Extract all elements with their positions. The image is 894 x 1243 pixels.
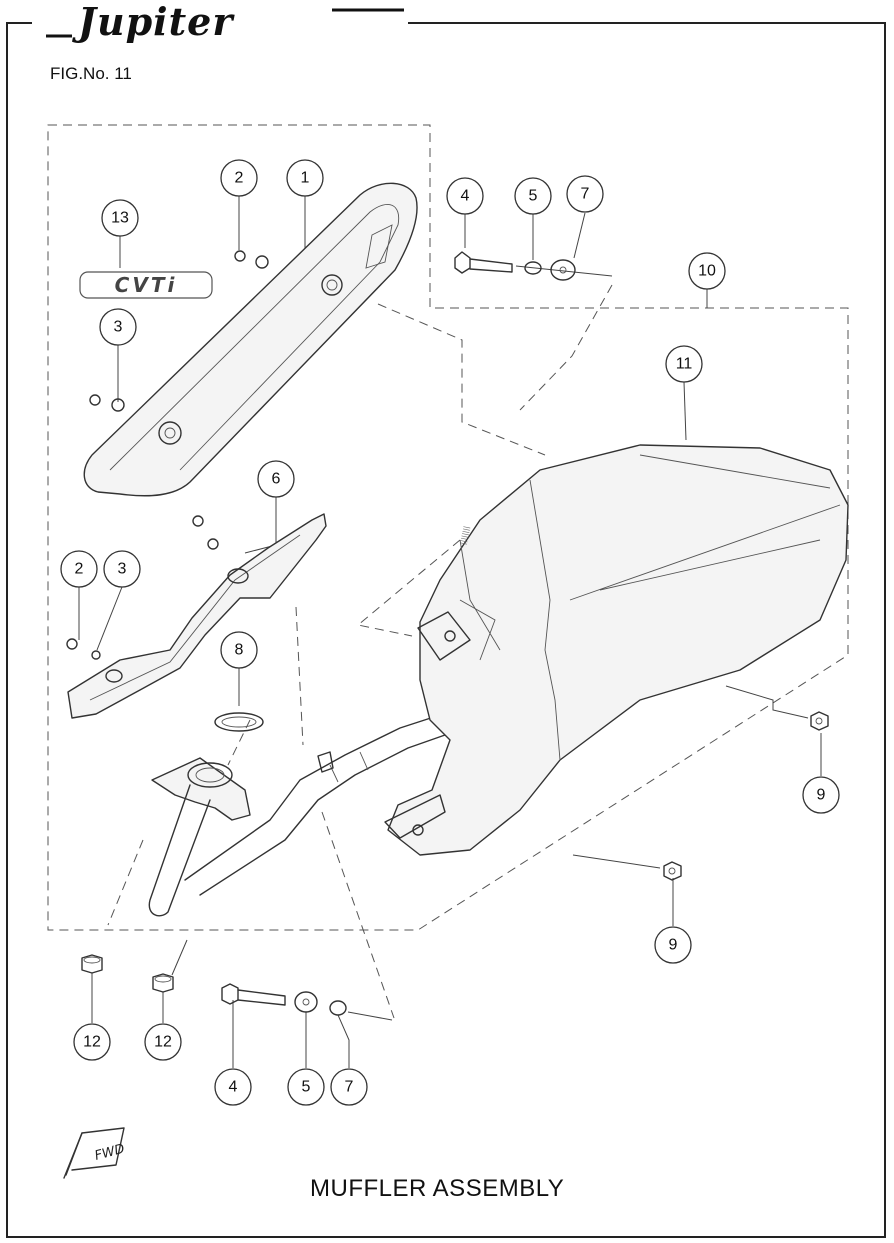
callout-12-left: 12	[73, 1023, 111, 1061]
brand-logo: Jupiter	[32, 0, 408, 44]
svg-text:5: 5	[302, 1079, 311, 1096]
page-frame	[6, 22, 886, 1238]
callout-11: 11	[665, 345, 703, 383]
cvti-badge: CVTi	[79, 271, 213, 299]
svg-text:1: 1	[301, 170, 310, 187]
svg-text:13: 13	[111, 210, 129, 227]
svg-text:||||||||: ||||||||	[459, 525, 471, 545]
callout-5-lower: 5	[287, 1068, 325, 1106]
svg-text:12: 12	[154, 1034, 172, 1051]
diagram-title: MUFFLER ASSEMBLY	[310, 1175, 565, 1202]
callout-9-lower: 9	[654, 926, 692, 964]
callout-2-lower: 2	[60, 550, 98, 588]
callout-3: 3	[99, 308, 137, 346]
svg-text:10: 10	[698, 263, 716, 280]
dashed-leaders	[107, 284, 613, 1019]
svg-text:3: 3	[114, 319, 123, 336]
callout-6: 6	[257, 460, 295, 498]
callout-10: 10	[688, 252, 726, 290]
figure-number: FIG.No. 11	[50, 64, 132, 83]
svg-text:8: 8	[235, 642, 244, 659]
logo-wordmark: Jupiter	[78, 0, 234, 44]
svg-text:11: 11	[676, 356, 693, 373]
solid-leaders	[78, 196, 822, 1068]
logo-swoosh	[46, 8, 404, 38]
forward-direction-stamp: FWD	[63, 1127, 126, 1179]
muffler-body: ||||||||	[384, 444, 849, 856]
svg-text:12: 12	[83, 1034, 101, 1051]
callout-9-right: 9	[802, 776, 840, 814]
svg-text:4: 4	[461, 188, 470, 205]
callout-1: 1	[286, 159, 324, 197]
svg-text:9: 9	[669, 937, 678, 954]
nut-set-12	[81, 954, 174, 993]
callout-12-right: 12	[144, 1023, 182, 1061]
callout-3-lower: 3	[103, 550, 141, 588]
screw-washer-set-top	[89, 250, 269, 412]
svg-text:7: 7	[581, 186, 590, 203]
svg-text:2: 2	[75, 561, 84, 578]
assembly-boundary	[47, 124, 849, 931]
badge-text: CVTi	[115, 273, 178, 297]
svg-text:9: 9	[817, 787, 826, 804]
svg-text:3: 3	[118, 561, 127, 578]
svg-text:2: 2	[235, 170, 244, 187]
bolt-washer-set-top	[454, 251, 576, 281]
fwd-label: FWD	[93, 1142, 126, 1164]
svg-text:7: 7	[345, 1079, 354, 1096]
callout-4: 4	[446, 177, 484, 215]
svg-text:4: 4	[229, 1079, 238, 1096]
callout-8: 8	[220, 631, 258, 669]
nut-set-9	[663, 711, 829, 881]
callout-13: 13	[101, 199, 139, 237]
bolt-washer-set-bottom	[221, 983, 347, 1016]
svg-text:6: 6	[272, 471, 281, 488]
gasket	[214, 712, 264, 732]
callout-4-lower: 4	[214, 1068, 252, 1106]
exhaust-pipe	[148, 714, 446, 917]
mounting-bracket	[66, 513, 327, 719]
callout-7-lower: 7	[330, 1068, 368, 1106]
heat-guard	[83, 182, 418, 497]
callout-2: 2	[220, 159, 258, 197]
callout-5: 5	[514, 177, 552, 215]
svg-text:5: 5	[529, 188, 538, 205]
callout-7: 7	[566, 175, 604, 213]
